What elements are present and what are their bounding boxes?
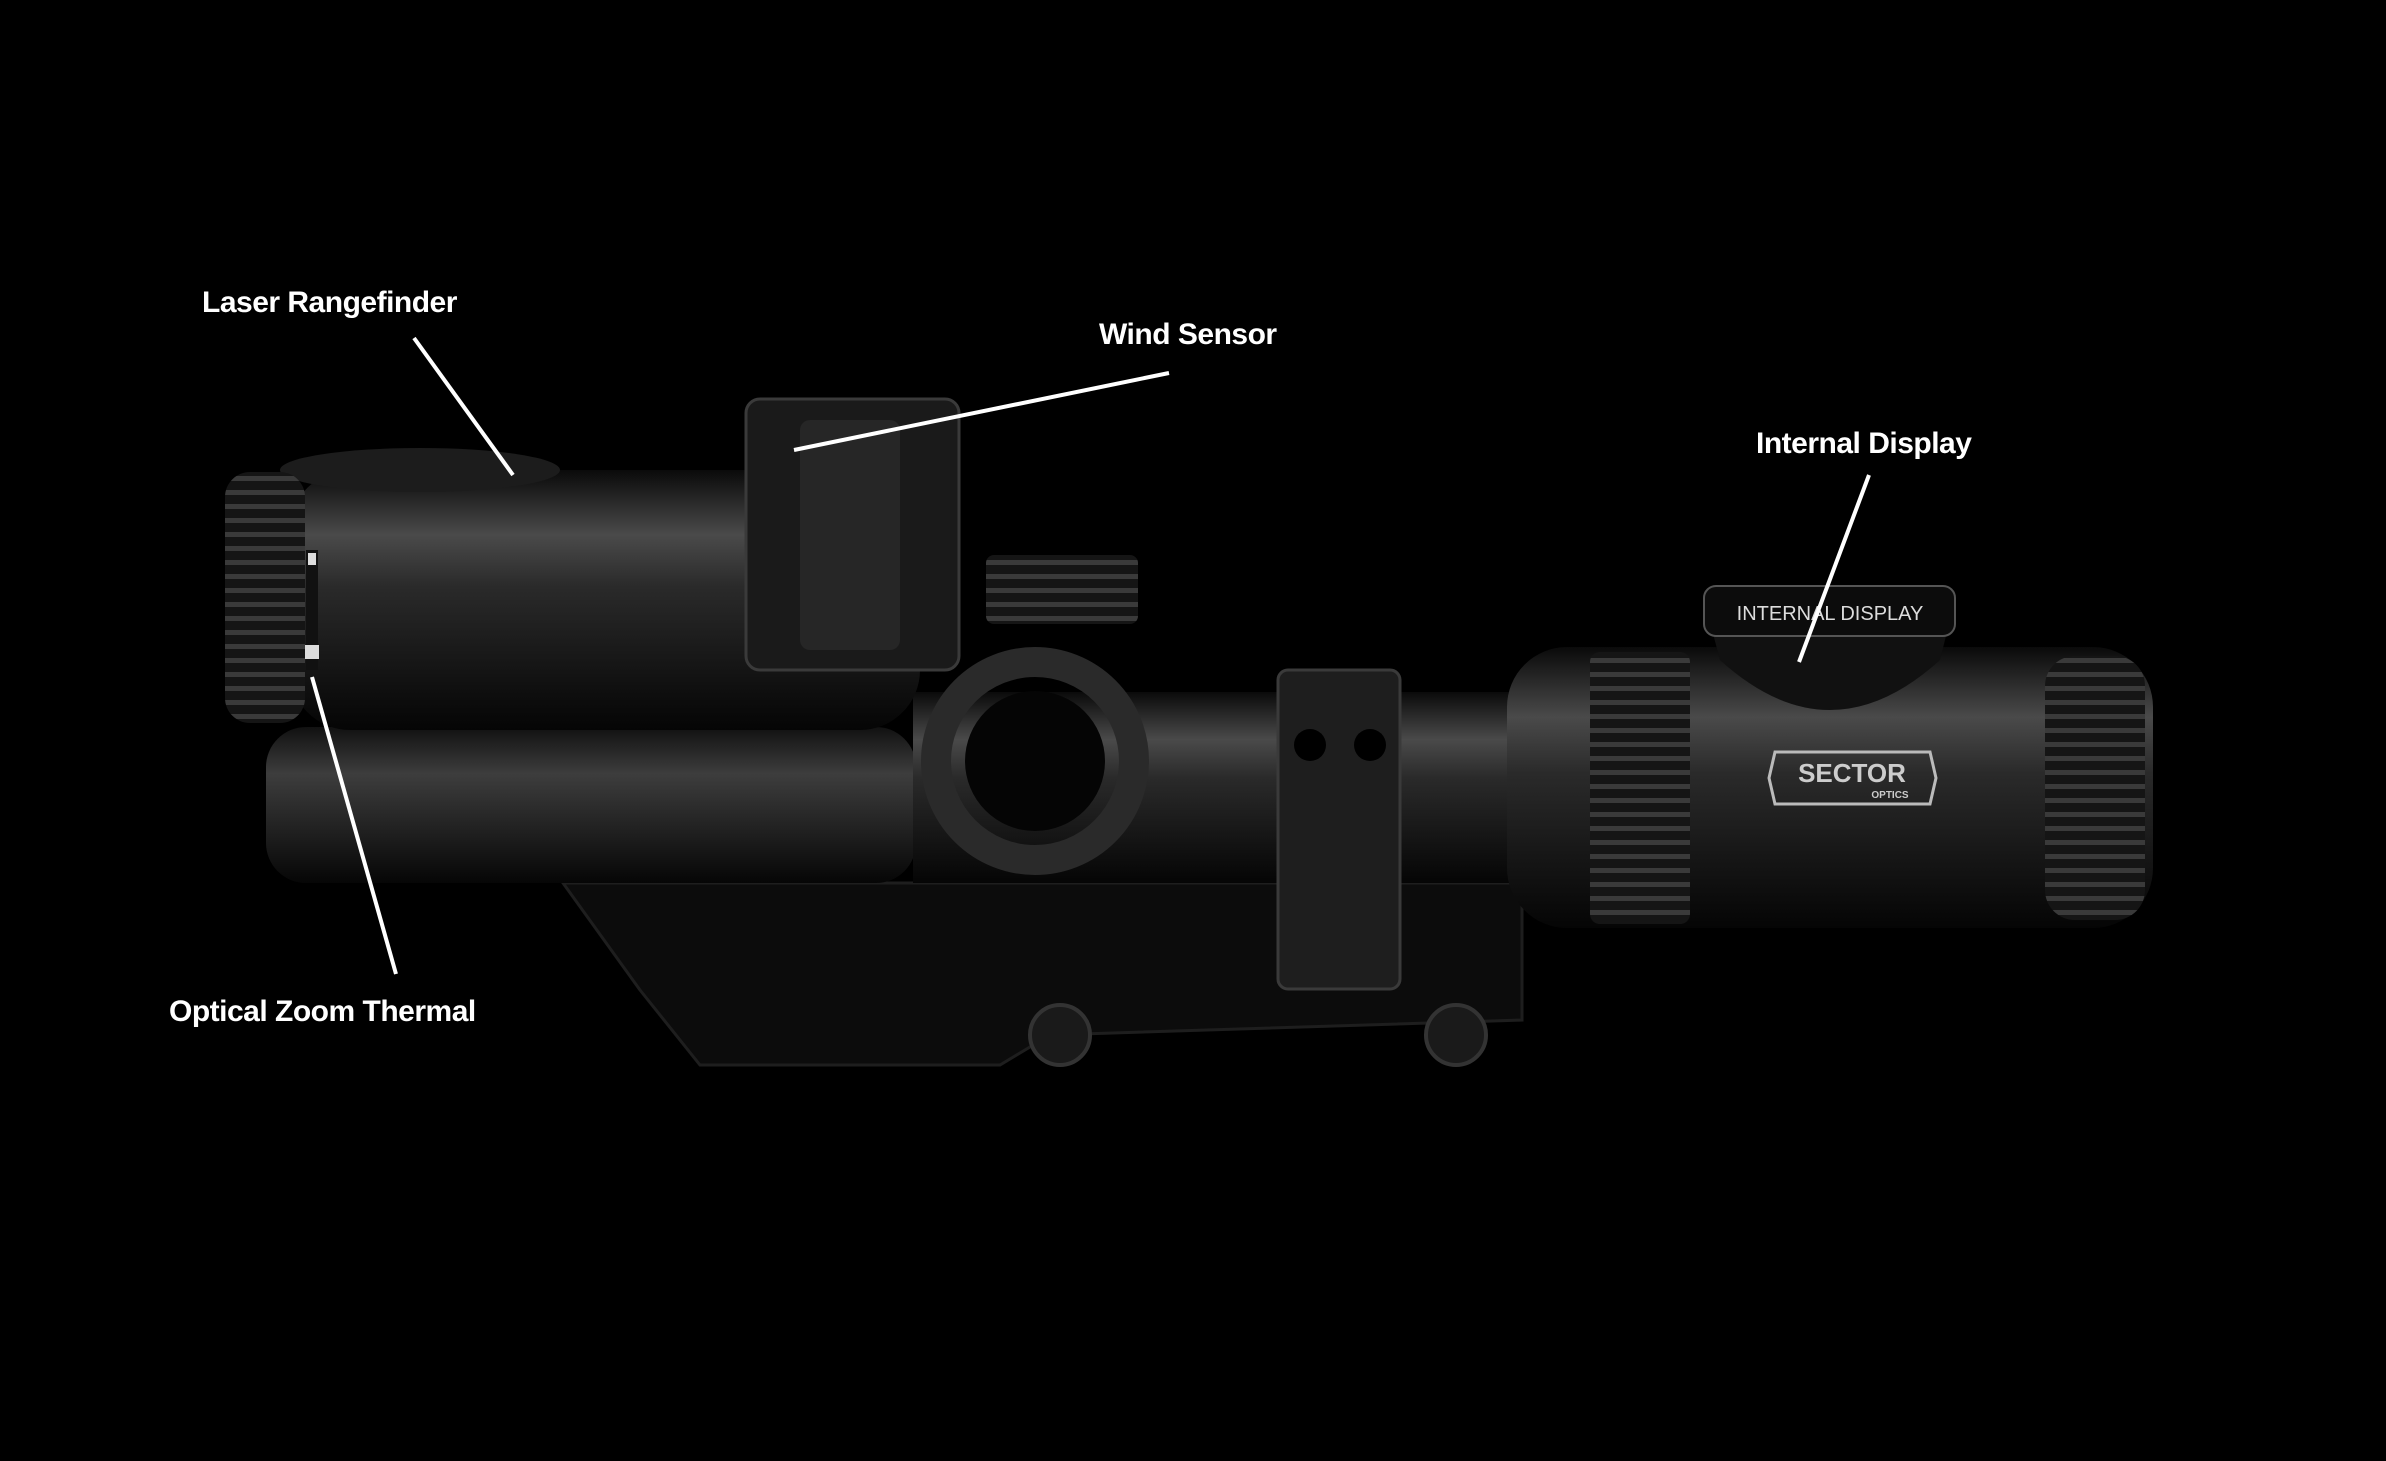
leader-line-laser-rangefinder	[412, 336, 515, 477]
front-eyepiece-ring	[225, 472, 305, 723]
turret	[986, 555, 1138, 624]
mount-screw-icon	[1028, 1003, 1092, 1067]
leader-line-optical-zoom-thermal	[310, 676, 398, 975]
brand-sub-text: OPTICS	[1871, 790, 1909, 801]
label-laser-rangefinder: Laser Rangefinder	[202, 286, 457, 319]
label-optical-zoom-thermal: Optical Zoom Thermal	[169, 995, 476, 1028]
display-ring-text: INTERNAL DISPLAY	[1737, 603, 1924, 625]
rangefinder-top	[280, 448, 560, 492]
ring-mount	[1276, 668, 1402, 991]
lower-tube	[266, 727, 916, 883]
brand-text: SECTOR	[1798, 758, 1906, 788]
zoom-ring-marking	[306, 550, 318, 670]
sector-logo	[1767, 750, 1938, 806]
mount-ring	[921, 647, 1149, 875]
leader-line-wind-sensor	[793, 371, 1170, 452]
label-wind-sensor: Wind Sensor	[1099, 318, 1277, 351]
objective-ring	[2045, 656, 2145, 920]
label-internal-display: Internal Display	[1756, 427, 1972, 460]
mount-screw-icon	[1424, 1003, 1488, 1067]
leader-line-internal-display	[1797, 474, 1871, 663]
focus-ring	[1590, 652, 1690, 924]
